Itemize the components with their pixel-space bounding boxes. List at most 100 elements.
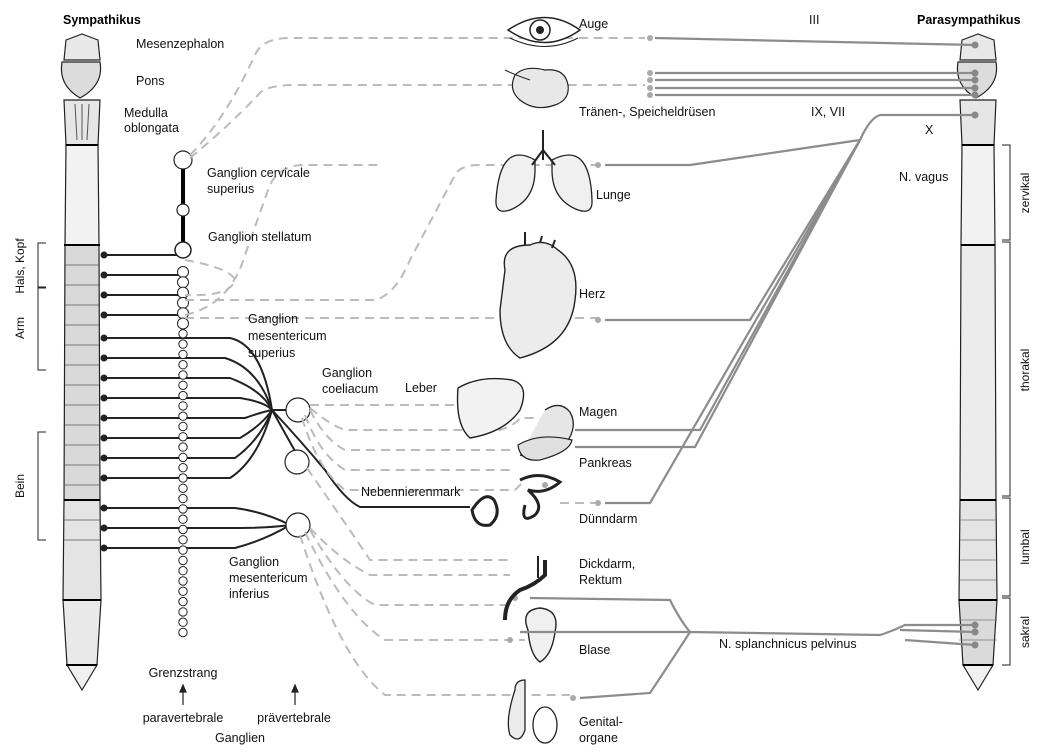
- label-pons: Pons: [136, 74, 165, 88]
- trunk-ganglion: [179, 422, 187, 430]
- liver-icon: [458, 379, 524, 438]
- trunk-ganglion: [179, 391, 187, 399]
- trunk-ganglion: [179, 443, 187, 451]
- trunk-ganglion: [178, 267, 189, 278]
- label-pankreas: Pankreas: [579, 456, 632, 470]
- label-auge: Auge: [579, 17, 608, 31]
- label-organe: organe: [579, 731, 618, 745]
- label-ganglion-coeliacum-2: coeliacum: [322, 382, 378, 396]
- label-ganglion-mes-inf-2: mesentericum: [229, 571, 308, 585]
- label-ganglion-cervicale: Ganglion cervicale: [207, 166, 310, 180]
- label-ganglion-mes-sup-1: Ganglion: [248, 312, 298, 326]
- trunk-ganglion: [179, 340, 187, 348]
- trunk-ganglion: [179, 536, 187, 544]
- label-region-lumbal: lumbal: [1018, 529, 1032, 564]
- trunk-ganglion: [179, 381, 187, 389]
- label-oblongata: oblongata: [124, 121, 179, 135]
- trunk-ganglion: [179, 361, 187, 369]
- label-lunge: Lunge: [596, 188, 631, 202]
- label-paravertebrale: paravertebrale: [143, 711, 224, 725]
- trunk-ganglion: [179, 505, 187, 513]
- label-leber: Leber: [405, 381, 437, 395]
- adrenal-icon: [472, 497, 497, 526]
- trunk-ganglion: [179, 587, 187, 595]
- label-mesenzephalon: Mesenzephalon: [136, 37, 224, 51]
- label-region-arm: Arm: [13, 317, 27, 339]
- trunk-ganglion: [179, 371, 187, 379]
- label-ganglion-mes-sup-2: mesentericum: [248, 329, 327, 343]
- trunk-ganglion: [179, 350, 187, 358]
- left-region-brackets: [38, 243, 46, 540]
- trunk-ganglion: [178, 287, 189, 298]
- parasympathetic-fibres: [520, 38, 975, 698]
- pancreas-icon: [518, 437, 572, 460]
- label-ganglion-cervicale-2: superius: [207, 182, 254, 196]
- label-genital: Genital-: [579, 715, 623, 729]
- right-region-brackets: [1002, 145, 1010, 665]
- label-grenzstrang: Grenzstrang: [149, 666, 218, 680]
- small-intestine-icon: [520, 475, 560, 518]
- trunk-ganglion: [179, 608, 187, 616]
- trunk-ganglion: [179, 494, 187, 502]
- trunk-ganglion: [179, 577, 187, 585]
- label-medulla: Medulla: [124, 106, 168, 120]
- label-ganglien: Ganglien: [215, 731, 265, 745]
- trunk-ganglion: [179, 525, 187, 533]
- label-traenen: Tränen-, Speicheldrüsen: [579, 105, 715, 119]
- trunk-ganglion: [179, 628, 187, 636]
- lung-icon: [496, 130, 592, 211]
- heart-icon: [500, 232, 576, 358]
- label-magen: Magen: [579, 405, 617, 419]
- trunk-ganglion: [178, 277, 189, 288]
- label-rektum: Rektum: [579, 573, 622, 587]
- label-n-splanchnicus-pelvinus: N. splanchnicus pelvinus: [719, 637, 857, 651]
- trunk-ganglion: [179, 567, 187, 575]
- label-herz: Herz: [579, 287, 605, 301]
- label-nebennierenmark: Nebennierenmark: [361, 485, 461, 499]
- label-region-zervikal: zervikal: [1018, 173, 1032, 214]
- label-duenndarm: Dünndarm: [579, 512, 637, 526]
- trunk-ganglion: [179, 597, 187, 605]
- label-ganglion-coeliacum-1: Ganglion: [322, 366, 372, 380]
- label-region-hals-kopf: Hals, Kopf: [13, 238, 27, 294]
- header-parasympathikus: Parasympathikus: [917, 13, 1021, 27]
- label-dickdarm: Dickdarm,: [579, 557, 635, 571]
- right-spinal-cord: [957, 34, 997, 690]
- label-ganglion-mes-sup-3: superius: [248, 346, 295, 360]
- trunk-ganglion: [179, 330, 187, 338]
- gland-icon: [505, 68, 568, 107]
- trunk-ganglion: [179, 433, 187, 441]
- trunk-ganglion: [179, 515, 187, 523]
- trunk-ganglion: [179, 618, 187, 626]
- trunk-ganglion: [179, 453, 187, 461]
- trunk-ganglion: [179, 474, 187, 482]
- label-ganglion-stellatum: Ganglion stellatum: [208, 230, 312, 244]
- trunk-ganglion: [179, 402, 187, 410]
- preganglionic-dots: [101, 252, 108, 552]
- header-sympathikus: Sympathikus: [63, 13, 141, 27]
- label-nerve-x: X: [925, 123, 934, 137]
- label-region-bein: Bein: [13, 474, 27, 498]
- bottom-arrows: [180, 685, 298, 705]
- label-nerve-ix-vii: IX, VII: [811, 105, 845, 119]
- left-spinal-cord: [61, 34, 101, 690]
- trunk-ganglion: [178, 318, 189, 329]
- label-nerve-iii: III: [809, 13, 819, 27]
- bladder-icon: [526, 608, 556, 662]
- label-blase: Blase: [579, 643, 610, 657]
- sympathetic-trunk: [174, 151, 192, 637]
- trunk-ganglion: [179, 546, 187, 554]
- postganglionic-dots: [507, 35, 653, 701]
- trunk-ganglion: [179, 464, 187, 472]
- label-ganglion-mes-inf-1: Ganglion: [229, 555, 279, 569]
- trunk-ganglion: [179, 412, 187, 420]
- trunk-ganglion: [179, 556, 187, 564]
- trunk-ganglion: [179, 484, 187, 492]
- preganglionic-fibres: [104, 255, 470, 548]
- label-ganglion-mes-inf-3: inferius: [229, 587, 269, 601]
- label-n-vagus: N. vagus: [899, 170, 948, 184]
- eye-icon: [508, 18, 580, 47]
- label-region-thorakal: thorakal: [1018, 349, 1032, 392]
